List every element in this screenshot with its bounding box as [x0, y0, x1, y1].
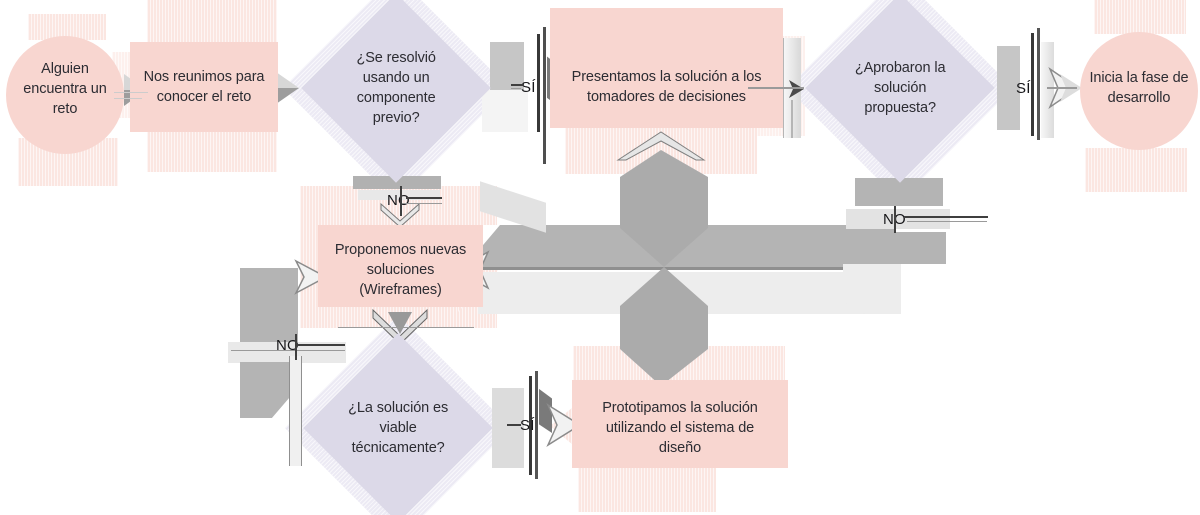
node-develop: Inicia la fase de desarrollo: [1080, 32, 1198, 150]
connector-si2-line-b: [1037, 28, 1040, 140]
streak-start-b: [114, 98, 142, 99]
arrow-propose-viable-core: [388, 312, 412, 334]
connector-si3-line-a: [529, 376, 532, 475]
streak-present: [748, 87, 804, 89]
vertical-arrow-bottom: [620, 267, 708, 386]
connector-present-vline: [791, 100, 793, 138]
arrow-present-small-chevron: [789, 80, 804, 98]
streak-si1-a: [511, 84, 524, 86]
edge-label-si-1: SÍ: [521, 79, 536, 96]
glow-develop-bottom: [1085, 148, 1187, 192]
node-present: Presentamos la solución a los tomadores …: [550, 8, 783, 128]
glow-start-top: [28, 14, 106, 40]
streak-no2-b: [231, 350, 345, 351]
streak-si1-b: [511, 88, 521, 89]
streak-no3-a: [904, 216, 988, 218]
node-develop-label: Inicia la fase de desarrollo: [1089, 70, 1189, 106]
arrow-si3-chevron: [546, 403, 582, 447]
connector-si2-block: [997, 46, 1020, 130]
streak-no1-v: [400, 186, 402, 216]
node-approved-label: ¿Aprobaron la solución propuesta?: [854, 60, 946, 116]
streak-no3-v: [894, 206, 896, 233]
connector-si1-line-a: [537, 34, 540, 132]
node-propose: Proponemos nuevas soluciones (Wireframes…: [318, 225, 483, 307]
node-present-label: Presentamos la solución a los tomadores …: [571, 69, 762, 105]
glow-meet-top: [147, 0, 277, 44]
connector-no3-block-3: [850, 232, 946, 264]
streak-no1-b: [400, 203, 442, 204]
node-start: Alguien encuentra un reto: [6, 36, 124, 154]
connector-no1-bar-light: [358, 190, 440, 200]
node-component-decision: ¿Se resolvió usando un componente previo…: [301, 0, 491, 183]
node-meet-label: Nos reunimos para conocer el reto: [143, 69, 265, 105]
node-component-label: ¿Se resolvió usando un componente previo…: [356, 50, 436, 126]
node-propose-label: Proponemos nuevas soluciones (Wireframes…: [334, 242, 467, 298]
glow-prototype-bottom: [578, 468, 716, 512]
node-meet: Nos reunimos para conocer el reto: [130, 42, 278, 132]
arrow-no1-down-chevron: [380, 202, 420, 228]
glow-meet-bottom: [147, 130, 277, 172]
node-prototype: Prototipamos la solución utilizando el s…: [572, 380, 788, 468]
vertical-arrow-top: [620, 150, 708, 267]
connector-no2-ribbon: [289, 356, 302, 466]
connector-si1-line-b: [543, 27, 546, 164]
arrow-meet-component-bottom: [276, 88, 299, 104]
connector-no2-column: [240, 268, 298, 346]
connector-no2-band: [228, 342, 346, 363]
edge-label-no-2: NO: [276, 337, 299, 354]
arrow-meet-component-top: [276, 72, 299, 88]
connector-si3-block: [492, 388, 524, 468]
connector-si1-block-light: [482, 90, 528, 132]
edge-label-si-3: SÍ: [520, 417, 535, 434]
connector-no3-elbow: [843, 264, 901, 314]
connector-no3-block-2: [846, 209, 950, 229]
streak-no1-a: [406, 197, 442, 199]
node-viable-decision: ¿La solución es viable técnicamente?: [303, 333, 493, 515]
streak-no2-a: [297, 344, 345, 346]
node-prototype-label: Prototipamos la solución utilizando el s…: [602, 400, 758, 456]
node-approved-decision: ¿Aprobaron la solución propuesta?: [805, 0, 995, 183]
connector-si3-wedge: [539, 388, 552, 433]
node-viable-label: ¿La solución es viable técnicamente?: [347, 400, 449, 456]
streak-si2-a: [1047, 87, 1077, 89]
connector-si2-line-a: [1031, 33, 1034, 136]
connector-si3-line-b: [535, 371, 538, 479]
glow-develop-top: [1094, 0, 1186, 34]
streak-si3-a: [507, 424, 521, 426]
edge-label-si-2: SÍ: [1016, 80, 1031, 97]
streak-propose-viable: [338, 327, 474, 328]
up-chevron-into-present: [616, 131, 706, 161]
arrow-no2-head: [294, 259, 328, 295]
node-start-label: Alguien encuentra un reto: [23, 61, 107, 117]
connector-no1-bar: [353, 176, 441, 189]
connector-si2-ribbon: [1041, 42, 1054, 138]
streak-no2-v: [295, 334, 297, 360]
streak-start-a: [114, 92, 148, 93]
streak-no3-b: [907, 221, 987, 222]
edge-label-no-1: NO: [387, 192, 410, 209]
